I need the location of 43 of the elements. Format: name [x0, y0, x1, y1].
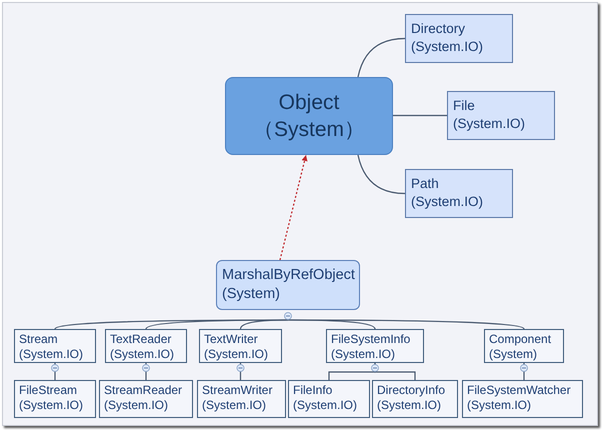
connector-line	[145, 363, 147, 380]
class-box	[484, 329, 564, 363]
inheritance-arrow	[279, 154, 308, 260]
class-name: Object （System）	[252, 90, 366, 143]
class-name: File (System.IO)	[453, 97, 526, 133]
class-box	[14, 380, 96, 418]
class-name: TextReader (System.IO)	[110, 332, 176, 362]
connector-line	[240, 319, 288, 330]
class-box	[288, 380, 370, 418]
class-box	[105, 329, 187, 363]
connector-line	[357, 154, 406, 194]
root-class-box	[225, 77, 393, 155]
class-box	[99, 380, 193, 418]
class-name: StreamWriter (System.IO)	[202, 383, 274, 413]
class-box	[372, 380, 458, 418]
class-box	[216, 260, 360, 310]
connector-line	[54, 363, 56, 380]
connector-line	[374, 363, 416, 380]
class-box	[199, 329, 282, 363]
class-name: TextWriter (System.IO)	[204, 332, 270, 362]
connector-line	[523, 363, 525, 380]
class-name: Stream (System.IO)	[19, 332, 84, 362]
class-name: Directory (System.IO)	[411, 20, 484, 56]
class-box	[405, 169, 513, 218]
connector-line	[357, 38, 406, 78]
class-box	[197, 380, 286, 418]
class-name: MarshalByRefObject (System)	[222, 266, 354, 304]
class-name: FileInfo (System.IO)	[293, 383, 358, 413]
class-box	[462, 380, 583, 418]
connector-line	[393, 114, 447, 116]
class-name: FileSystemInfo (System.IO)	[331, 332, 412, 362]
class-name: DirectoryInfo (System.IO)	[377, 383, 446, 413]
class-box	[405, 14, 513, 63]
class-name: FileStream (System.IO)	[19, 383, 84, 413]
class-name: StreamReader (System.IO)	[104, 383, 184, 413]
connector-line	[288, 319, 524, 330]
connector-line	[240, 363, 242, 380]
class-box	[326, 329, 424, 363]
class-box	[14, 329, 96, 363]
class-name: FileSystemWatcher (System.IO)	[467, 383, 572, 413]
class-box	[447, 91, 555, 140]
class-name: Path (System.IO)	[411, 175, 484, 211]
class-name: Component (System)	[489, 332, 552, 362]
